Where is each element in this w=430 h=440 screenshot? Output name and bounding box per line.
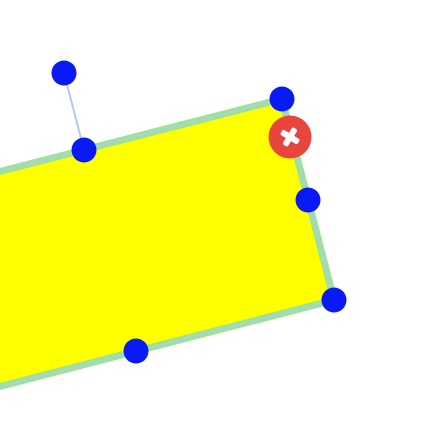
resize-handle-bottom-center[interactable] xyxy=(123,338,149,364)
resize-handle-bottom-right[interactable] xyxy=(321,287,347,313)
resize-handle-right-center[interactable] xyxy=(295,187,321,213)
rotate-handle[interactable] xyxy=(51,60,77,86)
resize-handle-top-right[interactable] xyxy=(269,86,295,112)
close-icon xyxy=(280,127,300,147)
rotate-handle-stem xyxy=(63,72,85,151)
resize-handle-top-center[interactable] xyxy=(71,137,97,163)
delete-shape-button[interactable] xyxy=(268,115,312,159)
